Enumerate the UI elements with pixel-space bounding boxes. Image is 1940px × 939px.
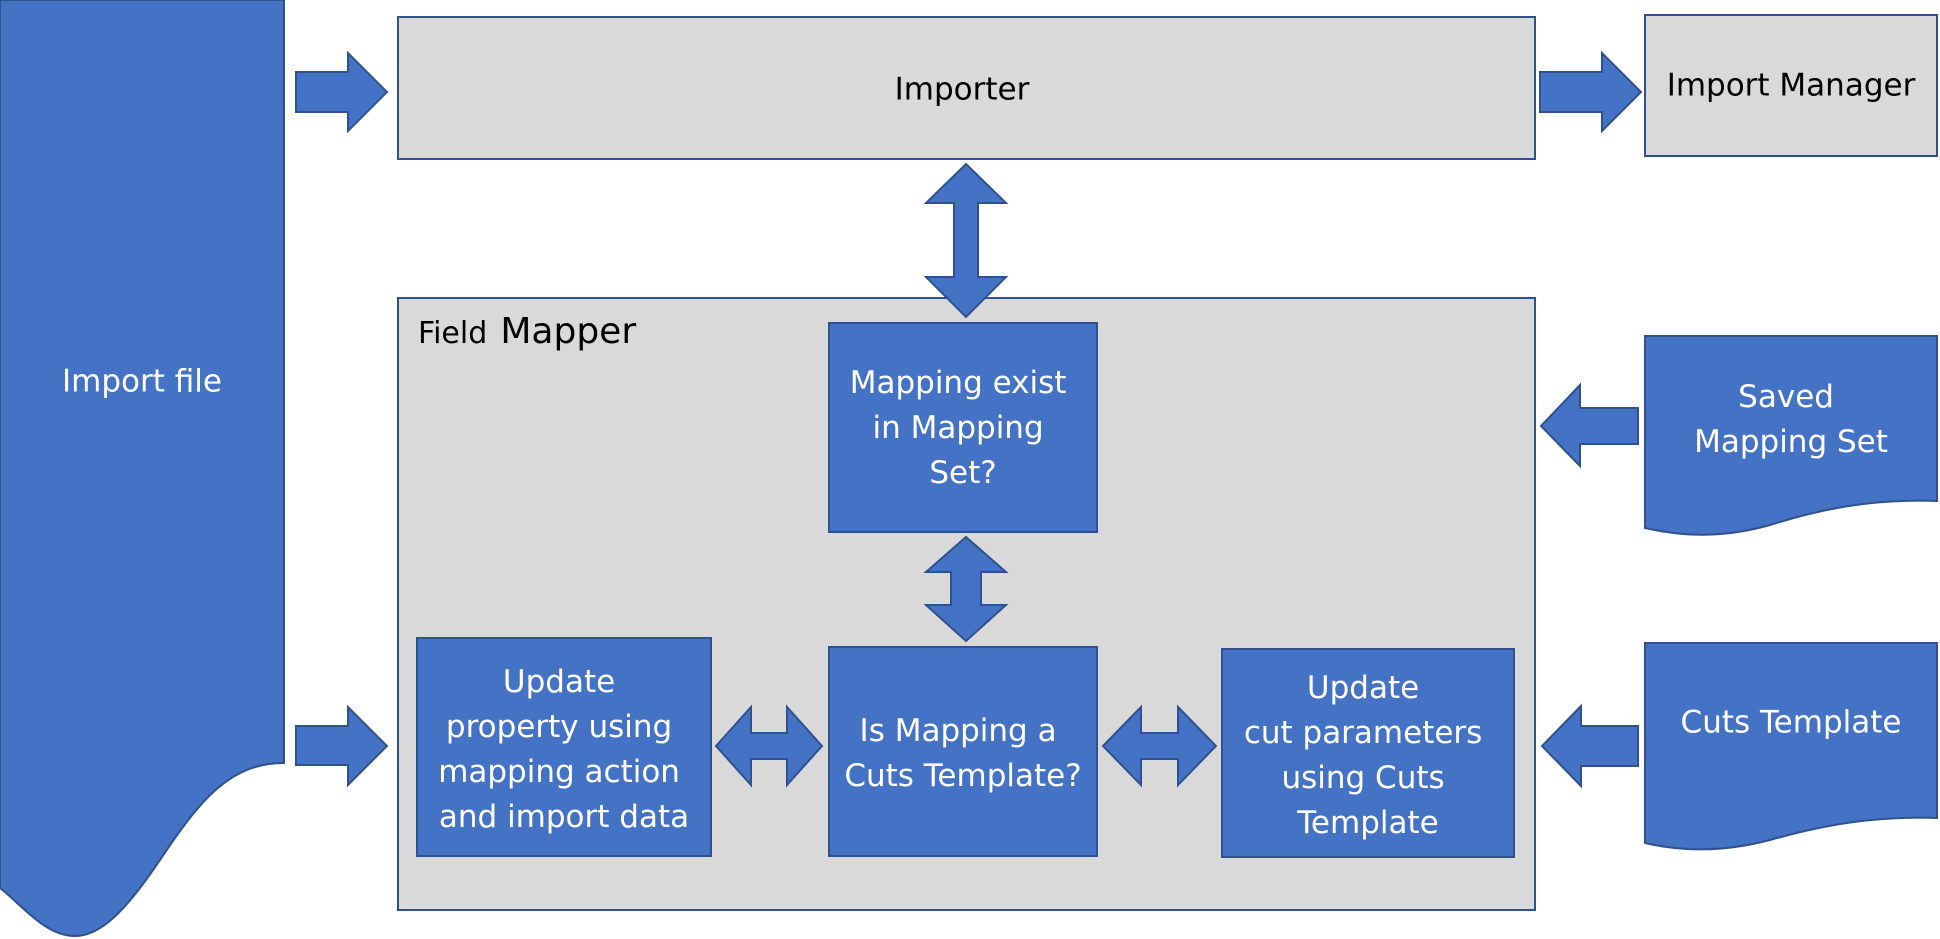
saved-mapping-set-line: Mapping Set xyxy=(1694,424,1888,460)
update-property-node[interactable]: Update property using mapping action and… xyxy=(416,637,712,857)
import-file-node[interactable]: Import file xyxy=(0,0,285,938)
update-property-line: and import data xyxy=(439,799,689,835)
import-file-shape xyxy=(0,0,285,938)
field-mapper-title: Field Mapper xyxy=(418,311,636,352)
cuts-template-node[interactable]: Cuts Template xyxy=(1644,642,1938,851)
update-property-label: Update property using mapping action and… xyxy=(438,664,690,835)
cuts-template-label: Cuts Template xyxy=(1681,705,1902,741)
saved-mapping-set-label: Saved Mapping Set xyxy=(1694,379,1888,460)
arrow-left-icon xyxy=(1540,703,1639,789)
arrow-right-icon xyxy=(1539,50,1643,134)
saved-mapping-set-line: Saved xyxy=(1738,379,1834,415)
update-property-line: Update xyxy=(503,664,615,700)
update-property-line: mapping action xyxy=(438,754,680,790)
importer-label: Importer xyxy=(895,72,1030,108)
field-mapper-title-small: Field xyxy=(418,316,487,351)
saved-mapping-set-node[interactable]: Saved Mapping Set xyxy=(1644,335,1938,536)
is-cuts-template-node[interactable]: Is Mapping a Cuts Template? xyxy=(828,646,1098,857)
connectors xyxy=(295,50,1643,789)
double-arrow-horizontal-icon xyxy=(714,704,824,788)
double-arrow-vertical-icon xyxy=(923,535,1009,643)
importer-box xyxy=(397,16,1536,160)
update-cut-params-line: Template xyxy=(1296,805,1438,841)
cuts-template-shape xyxy=(1644,642,1938,851)
update-property-box xyxy=(416,637,712,857)
field-mapper-title-large: Mapper xyxy=(500,311,636,352)
saved-mapping-set-shape xyxy=(1644,335,1938,536)
double-arrow-vertical-icon xyxy=(923,162,1009,319)
mapping-exist-label: Mapping exist in Mapping Set? xyxy=(850,365,1077,491)
mapping-exist-line: Set? xyxy=(929,455,996,491)
update-cut-params-line: using Cuts xyxy=(1281,760,1444,796)
arrow-right-icon xyxy=(295,50,389,134)
importer-node[interactable]: Importer xyxy=(397,16,1536,160)
update-cut-params-box xyxy=(1221,648,1515,858)
mapping-exist-box xyxy=(828,322,1098,533)
arrow-right-icon xyxy=(295,704,389,788)
is-cuts-template-box xyxy=(828,646,1098,857)
update-cut-params-label: Update cut parameters using Cuts Templat… xyxy=(1244,670,1492,841)
arrow-left-icon xyxy=(1539,382,1639,469)
is-cuts-template-line: Cuts Template? xyxy=(844,758,1081,794)
import-manager-label: Import Manager xyxy=(1667,68,1916,104)
update-cut-params-line: Update xyxy=(1307,670,1419,706)
is-cuts-template-label: Is Mapping a Cuts Template? xyxy=(844,713,1081,794)
import-manager-node[interactable]: Import Manager xyxy=(1644,14,1938,157)
update-cut-params-node[interactable]: Update cut parameters using Cuts Templat… xyxy=(1221,648,1515,858)
import-manager-box xyxy=(1644,14,1938,157)
import-file-label: Import file xyxy=(62,364,222,400)
mapping-exist-line: Mapping exist xyxy=(850,365,1067,401)
is-cuts-template-line: Is Mapping a xyxy=(860,713,1057,749)
double-arrow-horizontal-icon xyxy=(1101,704,1218,788)
mapping-exist-node[interactable]: Mapping exist in Mapping Set? xyxy=(828,322,1098,533)
update-property-line: property using xyxy=(446,709,672,745)
update-cut-params-line: cut parameters xyxy=(1244,715,1483,751)
mapping-exist-line: in Mapping xyxy=(872,410,1043,446)
